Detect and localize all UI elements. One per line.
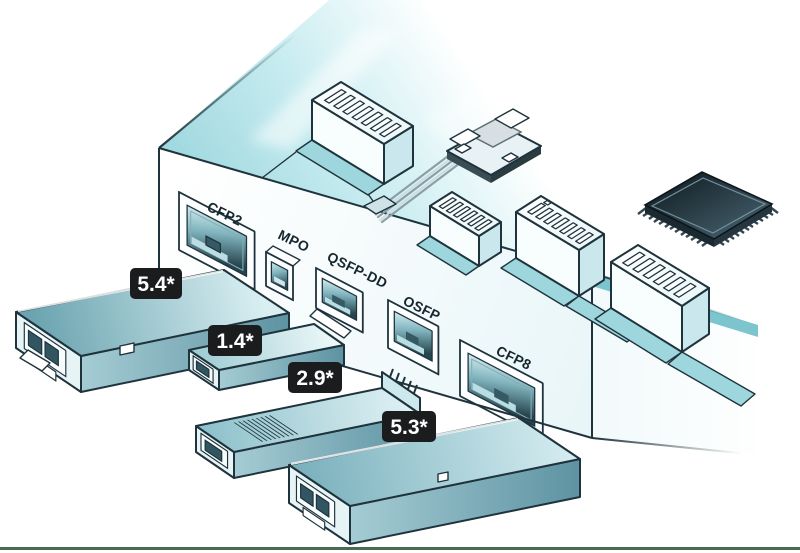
module-badges: 5.4* 1.4* 2.9* 5.3* <box>130 268 436 442</box>
connector-port <box>27 329 43 356</box>
pocket-notch-line <box>261 151 297 179</box>
badge-label: 1.4* <box>216 330 254 353</box>
rear-connector-comb <box>389 368 418 394</box>
side-latch <box>437 471 449 483</box>
cfp2-slot <box>186 204 248 278</box>
chip-body <box>643 171 774 240</box>
cfp8-latch <box>494 387 509 405</box>
host-board: CFP2 MPO QSFP-DD OSFP CFP8 <box>158 0 798 456</box>
cage-cfp2 <box>311 81 414 185</box>
asic-chip <box>637 171 779 247</box>
assembly-tab <box>501 152 519 163</box>
chip-side <box>645 205 714 247</box>
osfp-ledge <box>397 334 425 355</box>
module-top-highlight <box>17 269 224 313</box>
cage-qsfp-dd <box>429 191 502 267</box>
cfp8-ledge <box>472 382 516 413</box>
vent-slots <box>526 199 594 245</box>
connector-port <box>315 493 330 518</box>
badge-qsfp-dd-module: 1.4* <box>208 325 262 356</box>
cage-cfp8 <box>610 244 710 353</box>
bottom-rule <box>0 547 800 550</box>
connector-port <box>204 439 223 463</box>
badge-bg <box>130 268 182 299</box>
cfp2-latch <box>205 235 222 254</box>
rear-rail <box>309 308 352 339</box>
port-osfp <box>387 298 440 376</box>
connector-tab <box>302 506 326 531</box>
side-latch <box>119 342 135 356</box>
module-cfp2 <box>15 269 290 393</box>
module-qsfp-dd <box>188 308 352 391</box>
assembly-side <box>491 146 541 183</box>
cage-osfp <box>515 195 605 297</box>
badge-bg <box>208 325 262 356</box>
connector-port <box>300 483 314 508</box>
board-right-bottom-edge <box>591 437 759 456</box>
port-cfp8 <box>459 338 544 441</box>
board-back-edge <box>158 1 336 149</box>
heatsink-fins <box>233 415 299 442</box>
badge-bg <box>288 362 342 393</box>
chip-side <box>714 204 772 247</box>
port-mpo <box>265 245 301 302</box>
chip-die-bevel <box>650 177 767 234</box>
assembly-tab <box>454 143 472 154</box>
connector-port <box>44 340 59 367</box>
badge-bg <box>382 411 436 442</box>
optical-connector <box>200 432 229 470</box>
osfp-latch <box>406 331 419 346</box>
optical-connector <box>295 475 336 531</box>
assembly-rail <box>494 108 530 129</box>
mpo-ledge <box>274 276 285 287</box>
ribbon-foot <box>363 195 397 215</box>
pocket-cfp8-side <box>667 351 756 407</box>
assembly-side <box>447 151 491 183</box>
qsfp-dd-ledge <box>325 296 351 315</box>
optical-connector <box>192 354 214 385</box>
badge-cfp8-module: 5.3* <box>382 411 436 442</box>
cfp2-slot-ledge <box>191 236 228 263</box>
module-top <box>188 323 345 371</box>
cfp8-slot <box>467 352 536 427</box>
badge-label: 2.9* <box>296 367 334 390</box>
connector-port <box>195 360 210 379</box>
qsfp-dd-latch <box>332 294 345 309</box>
vent-slots <box>323 89 402 138</box>
badge-label: 5.3* <box>390 416 428 439</box>
vent-slots <box>438 197 493 231</box>
pull-tab <box>19 349 51 372</box>
badge-label: 5.4* <box>137 273 175 296</box>
cage-pockets <box>295 139 756 407</box>
module-osfp <box>195 368 421 479</box>
vent-slots <box>622 251 697 298</box>
assembly-rail <box>449 128 481 147</box>
flyover-cable-assembly <box>446 108 542 183</box>
badge-osfp-module: 2.9* <box>288 362 342 393</box>
badge-cfp2-module: 5.4* <box>130 268 182 299</box>
port-qsfp-dd <box>315 266 364 334</box>
port-cfp2 <box>178 190 256 291</box>
surface-highlight <box>250 30 400 150</box>
